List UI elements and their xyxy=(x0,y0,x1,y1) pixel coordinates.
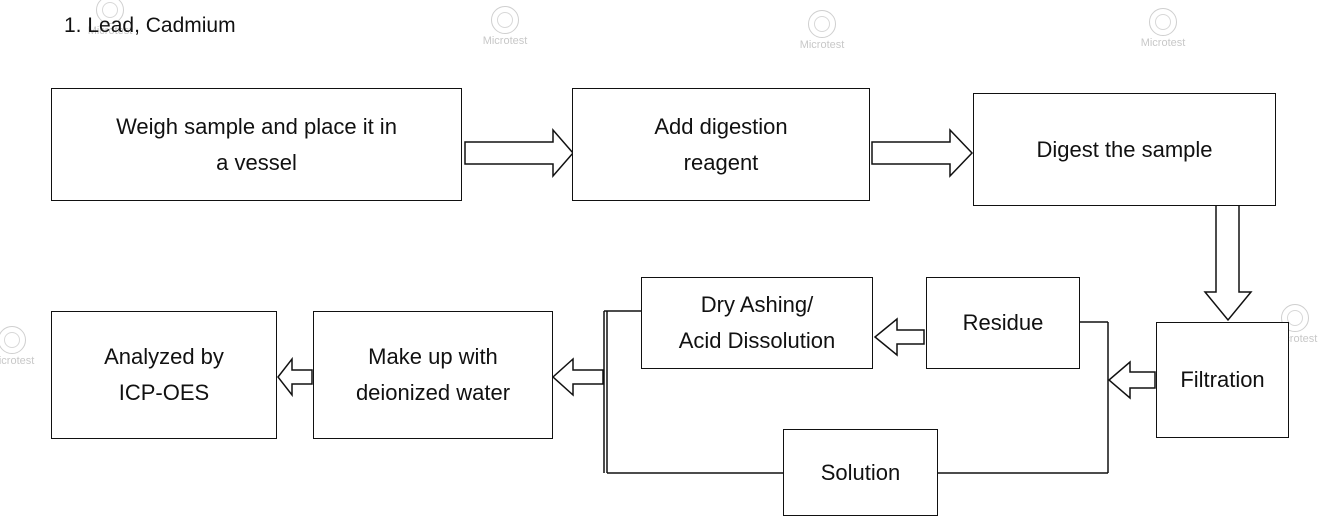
arrow-left-icon xyxy=(551,357,604,397)
step-label: Residue xyxy=(962,310,1044,335)
step-weigh-sample: Weigh sample and place it in a vessel xyxy=(51,88,462,201)
step-filtration: Filtration xyxy=(1156,322,1289,438)
arrow-left-icon xyxy=(1107,360,1156,400)
arrow-right-icon xyxy=(464,127,574,179)
arrow-left-icon xyxy=(277,356,313,398)
arrow-down-icon xyxy=(1203,204,1253,322)
step-residue: Residue xyxy=(926,277,1080,369)
step-label: Dry Ashing/ Acid Dissolution xyxy=(678,292,836,353)
section-heading: 1. Lead, Cadmium xyxy=(64,14,236,37)
step-label: Make up with deionized water xyxy=(355,344,511,405)
step-make-up: Make up with deionized water xyxy=(313,311,553,439)
step-digest-sample: Digest the sample xyxy=(973,93,1276,206)
step-label: Solution xyxy=(820,459,901,485)
step-label: Filtration xyxy=(1180,367,1265,392)
step-label: Analyzed by ICP-OES xyxy=(104,344,224,405)
arrow-left-icon xyxy=(873,317,925,357)
step-label: Digest the sample xyxy=(1036,136,1213,162)
arrow-right-icon xyxy=(871,128,974,178)
step-dry-ashing: Dry Ashing/ Acid Dissolution xyxy=(641,277,873,369)
step-add-reagent: Add digestion reagent xyxy=(572,88,870,201)
step-analyze: Analyzed by ICP-OES xyxy=(51,311,277,439)
step-label: Add digestion reagent xyxy=(654,113,788,175)
step-solution: Solution xyxy=(783,429,938,516)
step-label: Weigh sample and place it in a vessel xyxy=(116,113,397,175)
